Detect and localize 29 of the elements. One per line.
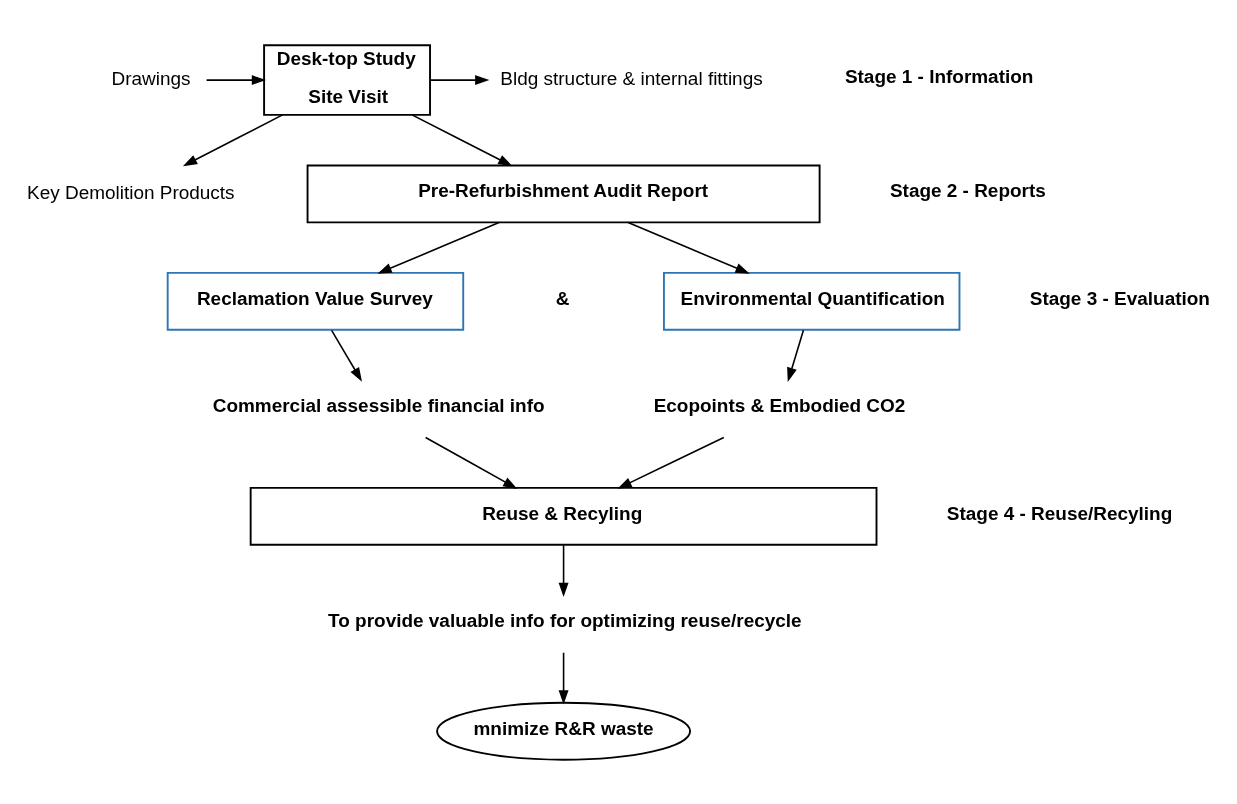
arrow: [411, 113, 513, 166]
node-text: Ecopoints & Embodied CO2: [653, 394, 906, 416]
arrow: [205, 74, 267, 85]
node-ellipse: mnimize R&R waste: [436, 701, 692, 761]
node-text: Drawings: [111, 67, 191, 89]
node-text: Commercial assessible financial info: [212, 394, 545, 416]
label: Stage 2 - Reports: [889, 179, 1046, 201]
arrow: [558, 651, 569, 704]
node-box: Reclamation Value Survey: [166, 271, 465, 331]
arrow: [617, 436, 725, 489]
node-box: Reuse & Recyling: [249, 486, 878, 546]
arrow: [558, 544, 569, 597]
arrow: [429, 74, 490, 85]
node-text: To provide valuable info for optimizing reuse/recycle: [328, 609, 802, 631]
arrow: [787, 329, 805, 382]
node-text: Bldg structure & internal fittings: [500, 67, 763, 89]
label: &: [555, 287, 570, 309]
label: Stage 3 - Evaluation: [1029, 287, 1210, 309]
arrow: [424, 436, 518, 489]
arrow: [627, 221, 750, 274]
arrow: [377, 221, 500, 274]
arrow: [330, 329, 362, 382]
arrow: [182, 113, 284, 166]
node-box: Environmental Quantification: [663, 271, 961, 331]
label: Stage 4 - Reuse/Recyling: [946, 502, 1173, 524]
node-box: Pre-Refurbishment Audit Report: [306, 164, 821, 223]
node-box: Desk-top Study Site Visit: [263, 43, 431, 116]
label: Stage 1 - Information: [844, 65, 1034, 87]
node-text: Key Demolition Products: [27, 181, 235, 203]
